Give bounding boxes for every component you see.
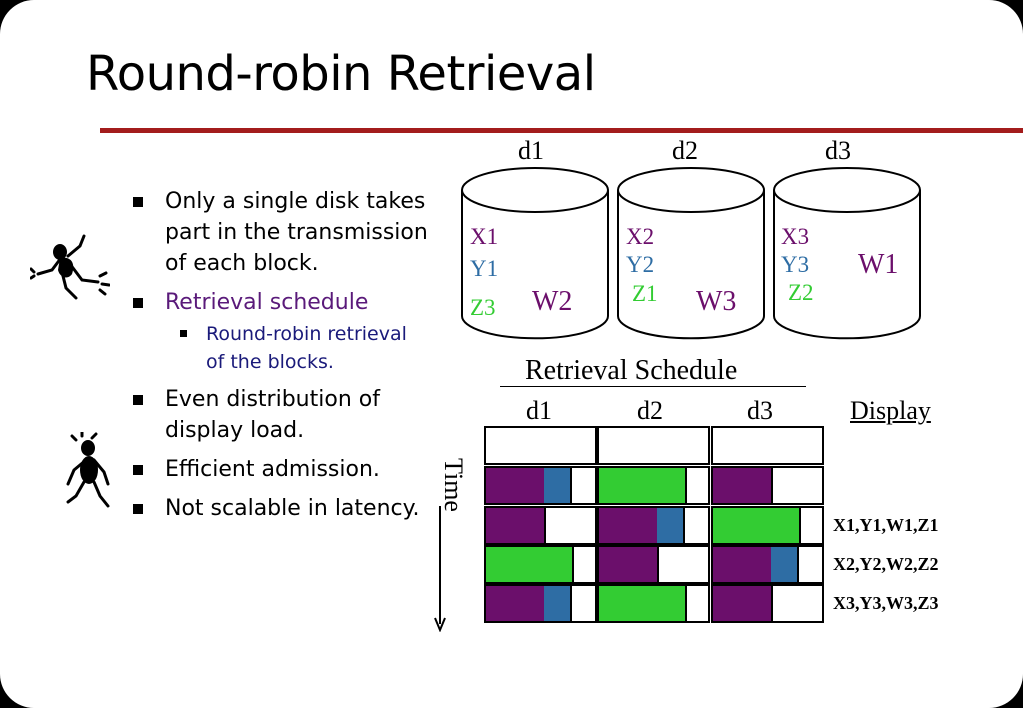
block-purple bbox=[486, 468, 546, 503]
sub-bullet-item: Round-robin retrieval of the blocks. bbox=[128, 320, 428, 376]
schedule-cell bbox=[484, 426, 597, 465]
schedule-title: Retrieval Schedule bbox=[525, 355, 738, 386]
disk-block-x3: X3 bbox=[781, 224, 810, 249]
bullet-item: Efficient admission. bbox=[128, 454, 428, 485]
bullet-item: Only a single disk takes part in the tra… bbox=[128, 186, 428, 279]
disk-block-w2: W2 bbox=[532, 286, 573, 317]
disk-block-y3: Y3 bbox=[781, 252, 810, 277]
block-blue bbox=[657, 508, 685, 543]
block-purple bbox=[486, 586, 546, 621]
block-green bbox=[713, 508, 801, 543]
disk-block-x1: X1 bbox=[470, 224, 499, 249]
schedule-cell bbox=[484, 466, 597, 505]
schedule-cell bbox=[484, 545, 597, 584]
block-green bbox=[599, 586, 687, 621]
disk-block-z1: Z1 bbox=[632, 281, 658, 306]
schedule-cell bbox=[711, 426, 824, 465]
schedule-cell bbox=[711, 584, 824, 623]
schedule-cell bbox=[597, 466, 710, 505]
schedule-col-d2: d2 bbox=[637, 396, 663, 425]
schedule-cell bbox=[711, 466, 824, 505]
schedule-cell bbox=[597, 426, 710, 465]
schedule-cell bbox=[484, 506, 597, 545]
time-arrow bbox=[434, 506, 446, 632]
block-purple bbox=[713, 586, 773, 621]
block-purple bbox=[599, 508, 659, 543]
block-blue bbox=[771, 547, 799, 582]
disk-block-y1: Y1 bbox=[470, 256, 499, 281]
stick-figure-running-icon bbox=[30, 234, 110, 300]
disk-block-z3: Z3 bbox=[470, 295, 496, 320]
stick-figure-dancing-icon bbox=[66, 432, 110, 508]
display-row-label: X2,Y2,W2,Z2 bbox=[833, 554, 939, 574]
disk-cylinders bbox=[461, 167, 921, 340]
disk-label: d3 bbox=[825, 136, 851, 165]
schedule-cell bbox=[711, 545, 824, 584]
disk-block-y2: Y2 bbox=[626, 252, 655, 277]
bullet-item: Retrieval schedule bbox=[128, 287, 428, 318]
time-axis-label: Time bbox=[439, 458, 468, 512]
block-purple bbox=[713, 547, 773, 582]
display-row-label: X3,Y3,W3,Z3 bbox=[833, 593, 939, 613]
disk-block-w3: W3 bbox=[696, 286, 737, 317]
bullet-list: Only a single disk takes part in the tra… bbox=[128, 186, 428, 532]
display-header: Display bbox=[850, 396, 931, 425]
block-blue bbox=[544, 586, 572, 621]
block-purple bbox=[486, 508, 546, 543]
disk-block-x2: X2 bbox=[626, 224, 655, 249]
schedule-col-d3: d3 bbox=[747, 396, 773, 425]
schedule-title-underline bbox=[500, 386, 806, 387]
disk-block-z2: Z2 bbox=[788, 280, 814, 305]
block-green bbox=[486, 547, 574, 582]
bullet-item: Even distribution of display load. bbox=[128, 384, 428, 446]
display-row-label: X1,Y1,W1,Z1 bbox=[833, 515, 939, 535]
disk-label: d1 bbox=[518, 136, 544, 165]
bullet-item: Not scalable in latency. bbox=[128, 493, 428, 524]
block-purple bbox=[599, 547, 659, 582]
title-rule bbox=[100, 128, 1023, 133]
slide-title: Round-robin Retrieval bbox=[86, 46, 596, 102]
schedule-cell bbox=[711, 506, 824, 545]
schedule-cell bbox=[484, 584, 597, 623]
schedule-cell bbox=[597, 584, 710, 623]
schedule-col-d1: d1 bbox=[526, 396, 552, 425]
disk-label: d2 bbox=[672, 136, 698, 165]
block-green bbox=[599, 468, 687, 503]
schedule-cell bbox=[597, 506, 710, 545]
block-purple bbox=[713, 468, 773, 503]
disk-block-w1: W1 bbox=[858, 249, 899, 280]
schedule-cell bbox=[597, 545, 710, 584]
block-blue bbox=[544, 468, 572, 503]
